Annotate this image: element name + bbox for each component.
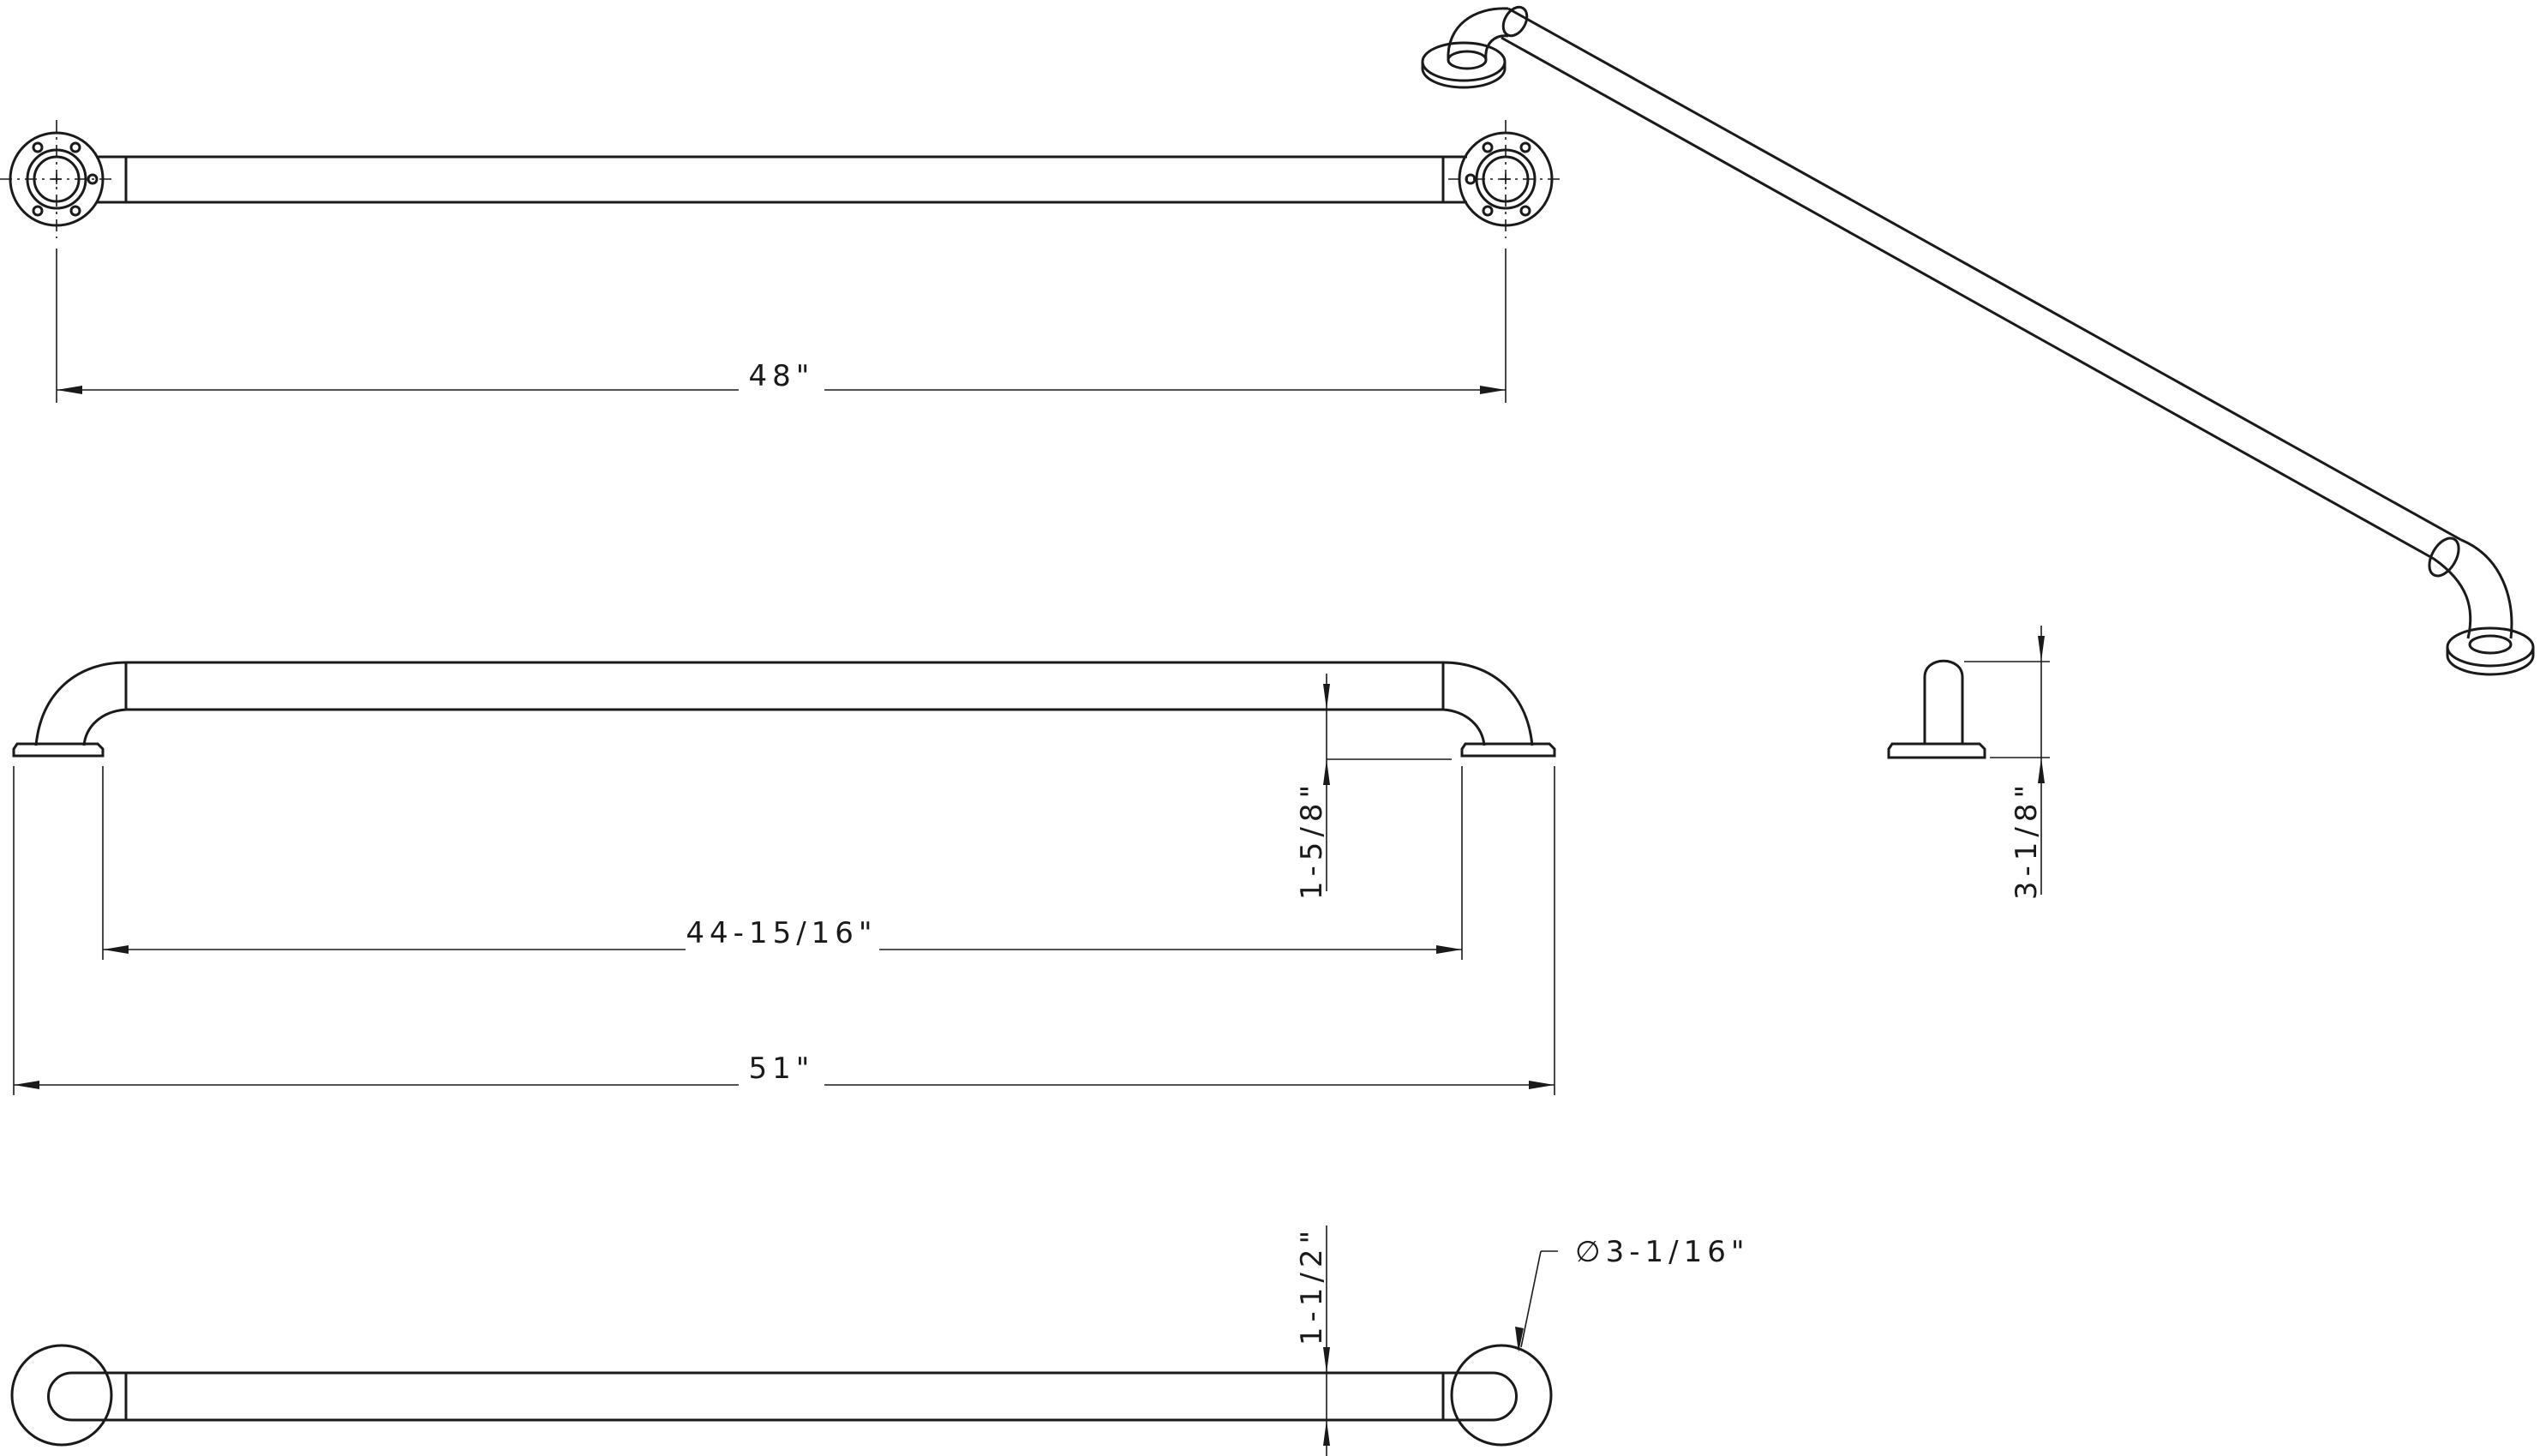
dimension-44-15-16-label: 44-15/16" [686, 916, 877, 950]
dimension-flange-diameter-label: ∅3-1/16" [1575, 1235, 1750, 1269]
dimension-3-1-8-label: 3-1/8" [2010, 780, 2044, 900]
top-view-bar [103, 155, 1467, 204]
side-view: 1-5/8" 44-15/16" 51" [12, 661, 1556, 1095]
top-view: 48" [0, 120, 1565, 403]
dimension-51-label: 51" [749, 1052, 815, 1086]
dimension-1-1-2: 1-1/2" [1295, 1225, 1330, 1456]
end-view: 3-1/8" [1887, 626, 2050, 900]
dimension-1-1-2-label: 1-1/2" [1295, 1225, 1329, 1345]
dimension-flange-diameter: ∅3-1/16" [1515, 1235, 1750, 1352]
dimension-1-5-8-label: 1-5/8" [1295, 780, 1329, 900]
bottom-view: 1-1/2" ∅3-1/16" [10, 1225, 1750, 1456]
dimension-1-5-8: 1-5/8" [1295, 674, 1452, 900]
dimension-48-label: 48" [749, 359, 815, 393]
top-view-right-flange [1448, 120, 1565, 238]
dimension-51: 51" [13, 766, 1555, 1095]
dimension-3-1-8: 3-1/8" [1964, 626, 2050, 900]
dimension-48: 48" [56, 249, 1507, 403]
top-view-left-flange [0, 120, 113, 238]
dimension-44-15-16: 44-15/16" [102, 766, 1463, 960]
perspective-view [1421, 5, 2535, 676]
